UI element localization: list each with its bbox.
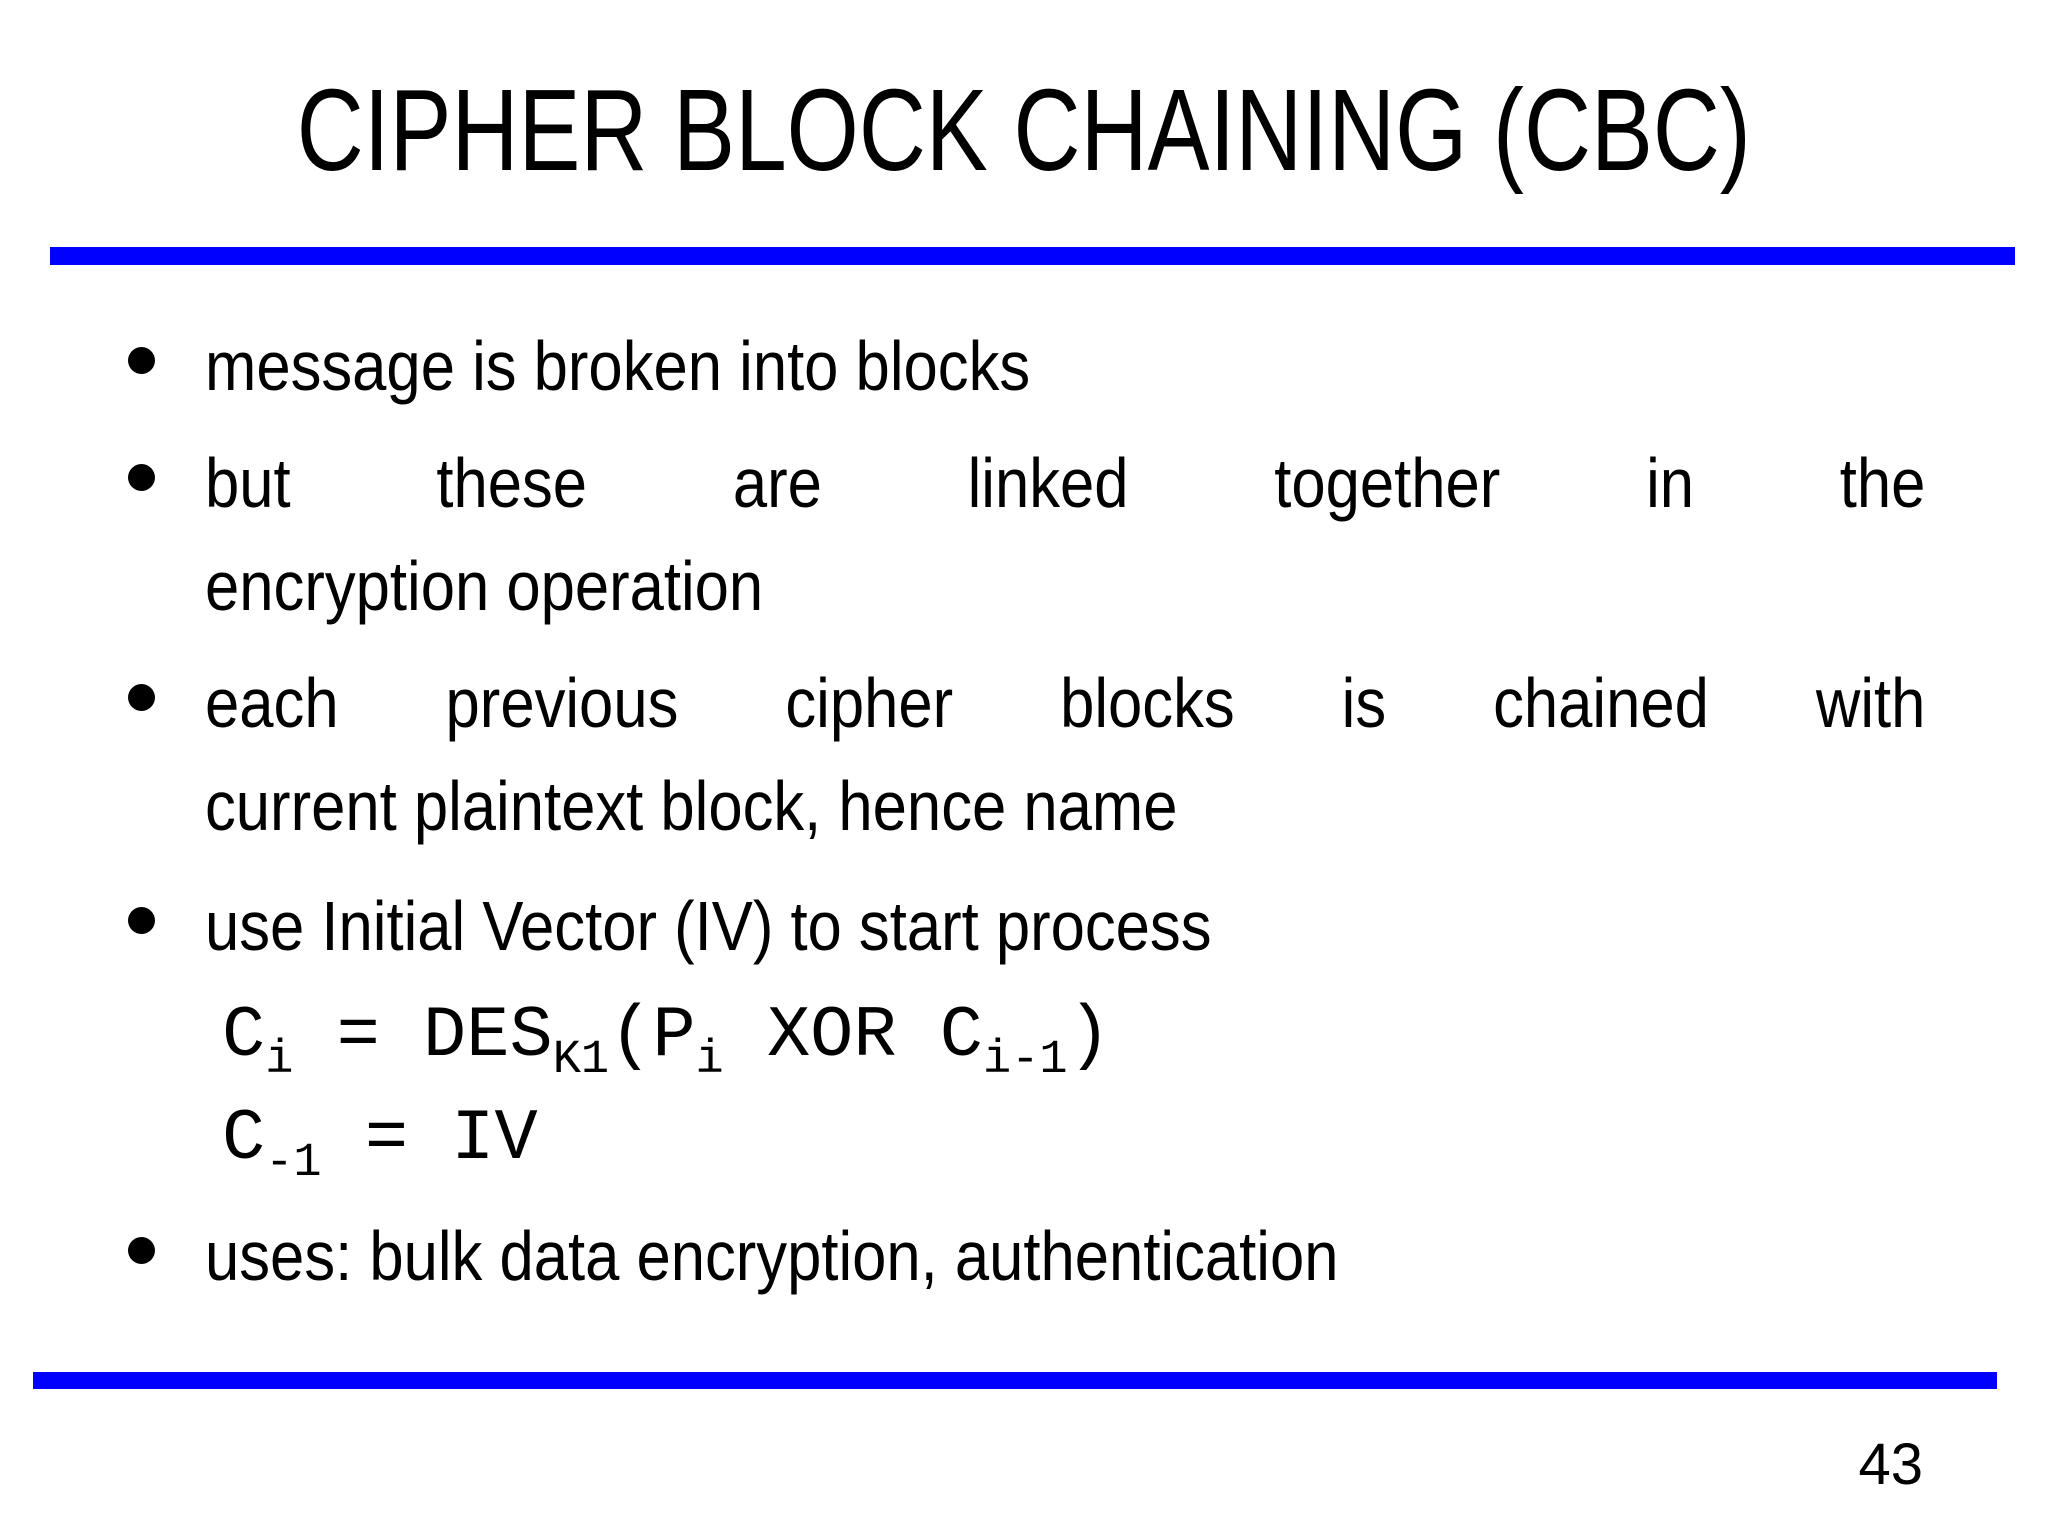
formula-term: = DES xyxy=(293,995,553,1077)
formula-subscript: K1 xyxy=(552,1034,610,1087)
formula-subscript: i xyxy=(695,1034,724,1087)
bullet-icon xyxy=(128,464,155,491)
formula-line-2: C-1 = IV xyxy=(0,1103,2048,1187)
formula-subscript: i-1 xyxy=(983,1034,1068,1087)
bullet-item-2: but these are linked together in the xyxy=(0,448,2048,518)
formula-text: C-1 = IV xyxy=(222,1103,2048,1187)
formula-term: C xyxy=(222,995,266,1077)
bullet-item-2-continuation: encryption operation xyxy=(0,551,2048,621)
bullet-icon xyxy=(128,1237,155,1264)
bullet-text: uses: bulk data encryption, authenticati… xyxy=(205,1217,1339,1295)
formula-term: XOR C xyxy=(723,995,983,1077)
bullet-text: but these are linked together in the xyxy=(205,444,1926,522)
formula-subscript: -1 xyxy=(265,1137,322,1190)
top-divider xyxy=(50,247,2015,265)
bullet-text: current plaintext block, hence name xyxy=(205,767,1178,845)
formula-term: C xyxy=(222,1098,266,1180)
formula-term: = IV xyxy=(321,1098,538,1180)
formula-line-1: Ci = DESK1(Pi XOR Ci-1) xyxy=(0,1000,2048,1084)
page-title: CIPHER BLOCK CHAINING (CBC) xyxy=(0,62,2048,198)
page-number: 43 xyxy=(1858,1432,1923,1497)
bottom-divider xyxy=(33,1372,1997,1389)
bullet-text: message is broken into blocks xyxy=(205,327,1031,405)
bullet-icon xyxy=(128,907,155,934)
bullet-text: use Initial Vector (IV) to start process xyxy=(205,887,1212,965)
bullet-text: each previous cipher blocks is chained w… xyxy=(205,664,1926,742)
formula-term: (P xyxy=(609,995,696,1077)
bullet-icon xyxy=(128,684,155,711)
bullet-item-1: message is broken into blocks xyxy=(0,331,2048,401)
bullet-item-5: uses: bulk data encryption, authenticati… xyxy=(0,1221,2048,1291)
bullet-item-4: use Initial Vector (IV) to start process xyxy=(0,891,2048,961)
formula-subscript: i xyxy=(265,1034,294,1087)
bullet-item-3: each previous cipher blocks is chained w… xyxy=(0,668,2048,738)
formula-term: ) xyxy=(1067,995,1111,1077)
bullet-icon xyxy=(128,347,155,374)
bullet-text: encryption operation xyxy=(205,547,764,625)
page-title-text: CIPHER BLOCK CHAINING (CBC) xyxy=(296,65,1752,195)
bullet-item-3-continuation: current plaintext block, hence name xyxy=(0,771,2048,841)
formula-text: Ci = DESK1(Pi XOR Ci-1) xyxy=(222,1000,2048,1084)
